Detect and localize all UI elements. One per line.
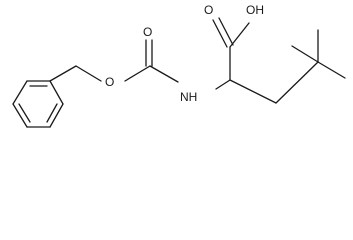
bond <box>124 65 151 82</box>
carbonyl-oxygen-label: O <box>204 3 213 17</box>
bond <box>49 65 77 82</box>
structural-formula: O OH O O NH <box>12 3 346 128</box>
amine-label: NH <box>180 90 197 104</box>
bond <box>149 65 179 83</box>
carbamate-oxygen-label: O <box>143 25 152 39</box>
benzene-ring <box>12 80 64 128</box>
bond <box>229 22 250 48</box>
double-bond <box>218 17 234 46</box>
bond <box>317 61 346 79</box>
bond <box>229 79 277 104</box>
bond <box>12 103 28 128</box>
hydroxyl-label: OH <box>246 3 264 17</box>
ester-oxygen-label: O <box>105 75 114 89</box>
double-bond <box>212 19 228 48</box>
molecule-canvas: O OH O O NH <box>12 3 346 128</box>
bond <box>49 103 64 128</box>
bond <box>291 45 319 63</box>
bond <box>215 79 231 90</box>
double-bond-inner <box>46 103 58 123</box>
bond <box>49 80 64 105</box>
bond <box>12 80 28 105</box>
double-bond-inner <box>18 103 31 123</box>
bond <box>75 65 102 82</box>
bond <box>275 61 319 104</box>
